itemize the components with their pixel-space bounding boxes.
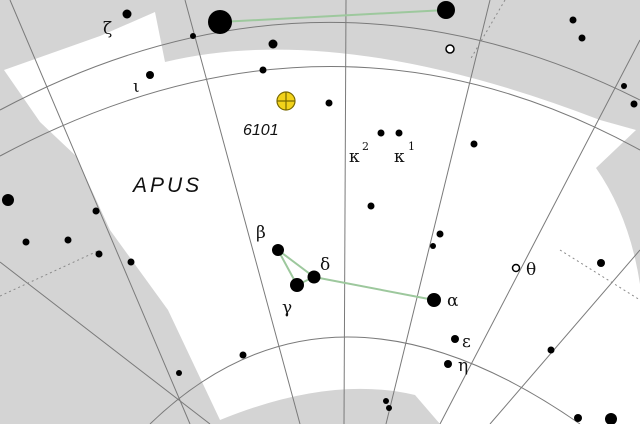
star-delta — [307, 270, 321, 284]
label-iota: ι — [133, 77, 140, 97]
star-zeta — [122, 9, 132, 19]
star-bottom-3 — [386, 405, 392, 411]
star-top-small-1 — [190, 33, 196, 39]
constellation-name: APUS — [131, 174, 202, 197]
star-epsilon — [451, 335, 459, 343]
ra-line-3 — [343, 0, 347, 424]
star-left-5 — [95, 250, 103, 258]
label-kappa2-sup: 2 — [362, 140, 369, 153]
star-left-6 — [127, 258, 135, 266]
ra-line-5 — [439, 39, 640, 424]
ra-line-4 — [385, 0, 491, 424]
label-delta: δ — [320, 255, 330, 275]
star-eta — [444, 360, 452, 368]
star-kappa2 — [377, 129, 385, 137]
star-bottom-right-1 — [574, 414, 582, 422]
dotted-line-2 — [0, 249, 101, 297]
dotted-line-3 — [559, 249, 640, 301]
star-left-4 — [64, 236, 72, 244]
globular-cluster-icon — [276, 91, 296, 111]
star-bottom-right-2 — [605, 413, 617, 424]
star-left-7 — [176, 370, 182, 376]
line-delta-alpha — [313, 276, 435, 301]
star-top-small-2 — [268, 39, 278, 49]
star-top-large — [208, 10, 232, 34]
star-left-1 — [2, 194, 14, 206]
star-mid-3 — [430, 243, 436, 249]
star-hollow-top — [445, 44, 455, 54]
ra-line-2 — [184, 0, 301, 424]
label-kappa2: κ — [349, 147, 360, 167]
star-left-2 — [92, 207, 100, 215]
star-kappa1 — [395, 129, 403, 137]
star-right-1 — [569, 16, 577, 24]
dotted-line-1 — [469, 0, 506, 61]
constellation-region — [4, 12, 640, 424]
star-mid-2 — [436, 230, 444, 238]
label-zeta: ζ — [103, 19, 112, 39]
star-gamma — [290, 278, 304, 292]
star-right-2 — [578, 34, 586, 42]
star-alpha — [427, 293, 441, 307]
label-kappa1-sup: 1 — [408, 140, 415, 153]
star-near-cluster — [259, 66, 267, 74]
label-epsilon: ε — [462, 332, 471, 352]
star-beta — [272, 244, 284, 256]
cluster-label: 6101 — [243, 122, 279, 139]
star-right-4 — [630, 100, 638, 108]
ra-line-1 — [9, 0, 191, 424]
star-right-6 — [547, 346, 555, 354]
star-right-5 — [597, 259, 605, 267]
star-mid — [367, 202, 375, 210]
label-alpha: α — [447, 291, 459, 311]
star-top-right — [437, 1, 455, 19]
star-theta — [511, 263, 521, 273]
declination-circle-inner — [149, 336, 581, 424]
ra-line-6 — [0, 261, 211, 424]
star-right-3 — [621, 83, 627, 89]
label-theta: θ — [526, 260, 536, 280]
label-kappa1: κ — [394, 147, 405, 167]
line-beta-delta — [277, 249, 315, 278]
line-top-neighbor — [219, 9, 447, 23]
dotted-grid — [0, 0, 640, 301]
star-iota — [146, 71, 154, 79]
star-bottom-1 — [239, 351, 247, 359]
ra-line-7 — [489, 249, 640, 424]
star-mid-right — [470, 140, 478, 148]
label-gamma: γ — [282, 298, 292, 318]
star-left-3 — [22, 238, 30, 246]
declination-circle-outer — [0, 66, 640, 157]
label-eta: η — [458, 356, 468, 376]
label-beta: β — [256, 223, 266, 243]
declination-circle-upper — [0, 21, 640, 111]
star-right-of-cluster — [325, 99, 333, 107]
star-bottom-2 — [383, 398, 389, 404]
